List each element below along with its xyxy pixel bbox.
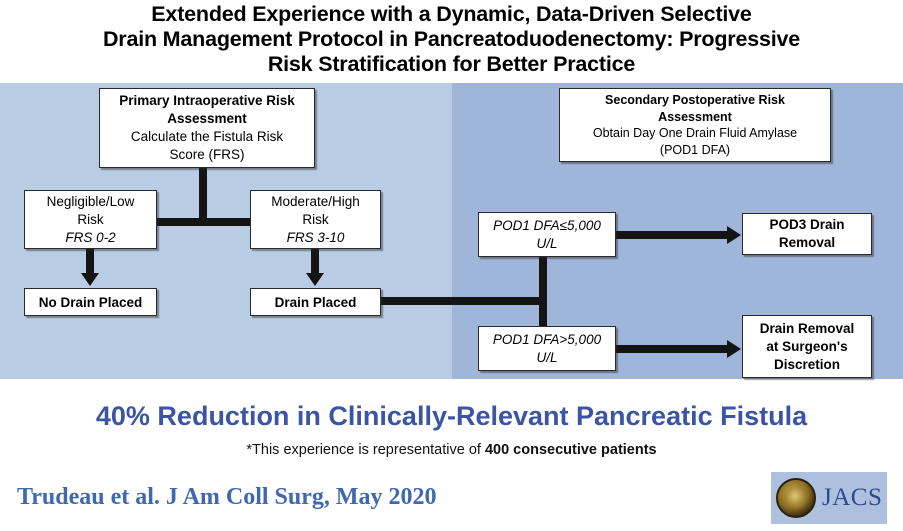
box-primary-risk-assessment[interactable]: Primary Intraoperative Risk Assessment C… [99,88,315,168]
high-risk-line-1: Moderate/High [271,193,360,209]
high-risk-line-3: FRS 3-10 [286,229,345,245]
connector-dfa-trunk [539,247,547,349]
page-title: Extended Experience with a Dynamic, Data… [0,2,903,77]
box-negligible-low-risk[interactable]: Negligible/Low Risk FRS 0-2 [24,190,157,249]
subnote-emphasis: 400 consecutive patients [484,442,657,458]
pod3-line-1: POD3 Drain [769,217,845,232]
low-risk-line-1: Negligible/Low [46,193,135,209]
connector-dfa-high-to-discretion [616,345,730,353]
connector-dfa-low-to-pod3 [616,231,730,239]
arrow-low-risk-to-no-drain [81,273,99,286]
box-secondary-risk-assessment[interactable]: Secondary Postoperative Risk Assessment … [559,88,831,162]
discretion-line-3: Discretion [773,356,841,372]
connector-high-risk-stem [311,248,319,275]
drain-placed-line-1: Drain Placed [274,294,357,310]
primary-line-4: Score (FRS) [169,147,245,162]
result-headline: 40% Reduction in Clinically-Relevant Pan… [95,401,808,431]
secondary-line-4: (POD1 DFA) [659,142,731,157]
box-no-drain-placed[interactable]: No Drain Placed [24,288,157,316]
secondary-line-2: Assessment [658,109,732,124]
citation-text: Trudeau et al. J Am Coll Surg, May 2020 [17,484,437,510]
connector-low-risk-stem [86,248,94,275]
connector-branch-bar [151,218,256,226]
dfa-high-line-1: POD1 DFA>5,000 [492,331,602,347]
result-subnote: *This experience is representative of 40… [0,442,903,458]
dfa-low-line-2: U/L [536,235,558,251]
box-pod3-drain-removal[interactable]: POD3 Drain Removal [742,213,872,255]
box-dfa-low[interactable]: POD1 DFA≤5,000 U/L [478,212,616,257]
arrow-dfa-low-to-pod3 [727,226,741,244]
flowchart-panel: Primary Intraoperative Risk Assessment C… [0,83,903,379]
box-dfa-high[interactable]: POD1 DFA>5,000 U/L [478,326,616,371]
primary-line-1: Primary Intraoperative Risk [119,93,295,108]
connector-primary-to-branch [199,167,207,222]
low-risk-line-3: FRS 0-2 [65,229,116,245]
arrow-high-risk-to-drain-placed [306,273,324,286]
primary-line-2: Assessment [167,111,247,126]
title-line-2: Drain Management Protocol in Pancreatodu… [102,27,801,51]
dfa-high-line-2: U/L [536,349,558,365]
secondary-line-1: Secondary Postoperative Risk [605,93,785,107]
discretion-line-1: Drain Removal [759,320,855,336]
dfa-low-line-1: POD1 DFA≤5,000 [493,217,601,233]
subnote-prefix: *This experience is representative of [246,442,485,458]
high-risk-line-2: Risk [302,211,329,227]
discretion-line-2: at Surgeon's [766,338,848,354]
no-drain-line-1: No Drain Placed [38,294,143,310]
low-risk-line-2: Risk [77,211,104,227]
box-surgeon-discretion[interactable]: Drain Removal at Surgeon's Discretion [742,315,872,378]
secondary-line-3: Obtain Day One Drain Fluid Amylase [592,126,798,140]
jacs-seal-icon [776,478,816,518]
jacs-logo: JACS [771,472,887,524]
pod3-line-2: Removal [778,235,836,250]
title-line-1: Extended Experience with a Dynamic, Data… [151,2,752,26]
box-moderate-high-risk[interactable]: Moderate/High Risk FRS 3-10 [250,190,381,249]
arrow-dfa-high-to-discretion [727,340,741,358]
primary-line-3: Calculate the Fistula Risk [130,129,284,144]
title-line-3: Risk Stratification for Better Practice [267,52,636,76]
box-drain-placed[interactable]: Drain Placed [250,288,381,316]
connector-drain-placed-to-trunk [378,297,547,305]
jacs-wordmark: JACS [822,484,883,511]
